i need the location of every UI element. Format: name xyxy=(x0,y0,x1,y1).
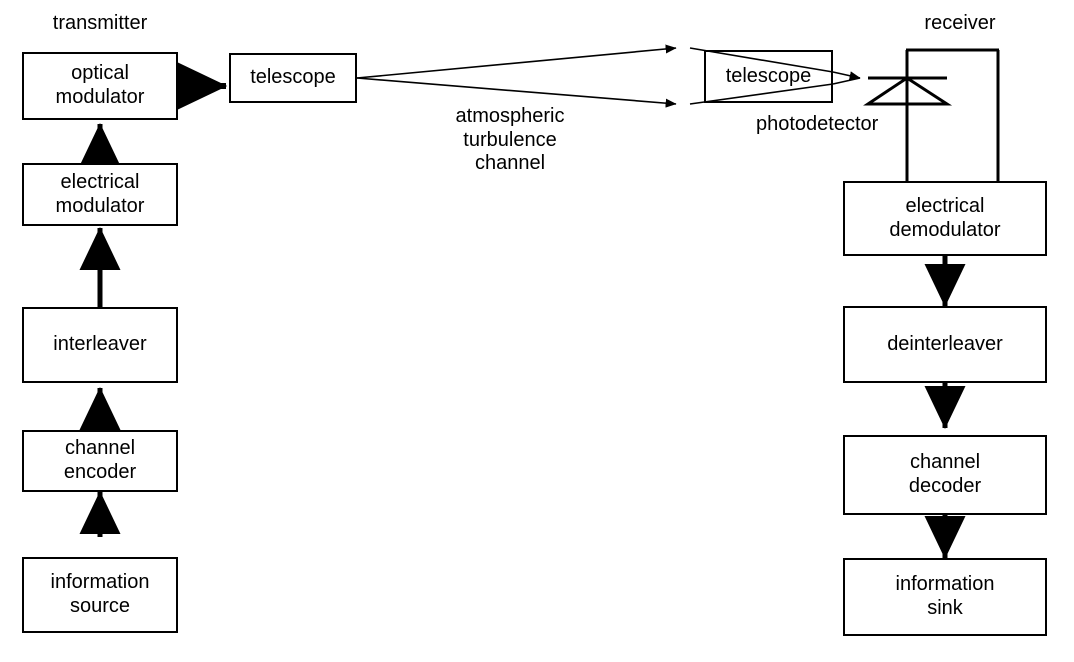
node-label: electrical demodulator xyxy=(889,194,1001,241)
node-transmit-telescope[interactable]: telescope xyxy=(229,53,357,103)
beam-to-photodetector xyxy=(832,71,861,85)
node-receive-telescope[interactable]: telescope xyxy=(704,50,833,103)
node-channel-decoder[interactable]: channel decoder xyxy=(843,435,1047,515)
node-label: channel decoder xyxy=(908,451,982,497)
node-deinterleaver[interactable]: deinterleaver xyxy=(843,306,1047,383)
node-label: deinterleaver xyxy=(887,332,1003,355)
node-electrical-modulator[interactable]: electrical modulator xyxy=(22,163,178,226)
node-information-source[interactable]: information source xyxy=(22,557,178,633)
node-label: electrical modulator xyxy=(55,170,145,217)
node-channel-encoder[interactable]: channel encoder xyxy=(22,430,178,492)
node-label: information source xyxy=(50,571,150,617)
node-label: telescope xyxy=(725,64,812,87)
beam-ray-lower-outbound xyxy=(356,77,677,108)
node-label: information sink xyxy=(895,573,995,619)
photodetector-symbol xyxy=(863,76,953,106)
node-label: interleaver xyxy=(53,333,147,356)
node-label: channel encoder xyxy=(63,437,137,483)
label-transmitter: transmitter xyxy=(52,12,148,34)
label-photodetector: photodetector xyxy=(756,113,879,135)
node-label: optical modulator xyxy=(55,62,145,108)
node-interleaver[interactable]: interleaver xyxy=(22,307,178,383)
node-electrical-demodulator[interactable]: electrical demodulator xyxy=(843,181,1047,256)
node-information-sink[interactable]: information sink xyxy=(843,558,1047,636)
beam-ray-upper-outbound xyxy=(356,44,677,79)
label-receiver: receiver xyxy=(924,12,996,34)
node-label: telescope xyxy=(250,66,336,89)
label-atmospheric-turbulence-channel: atmospheric turbulence channel xyxy=(455,105,565,175)
photodiode-triangle xyxy=(863,76,953,106)
node-optical-modulator[interactable]: optical modulator xyxy=(22,52,178,120)
